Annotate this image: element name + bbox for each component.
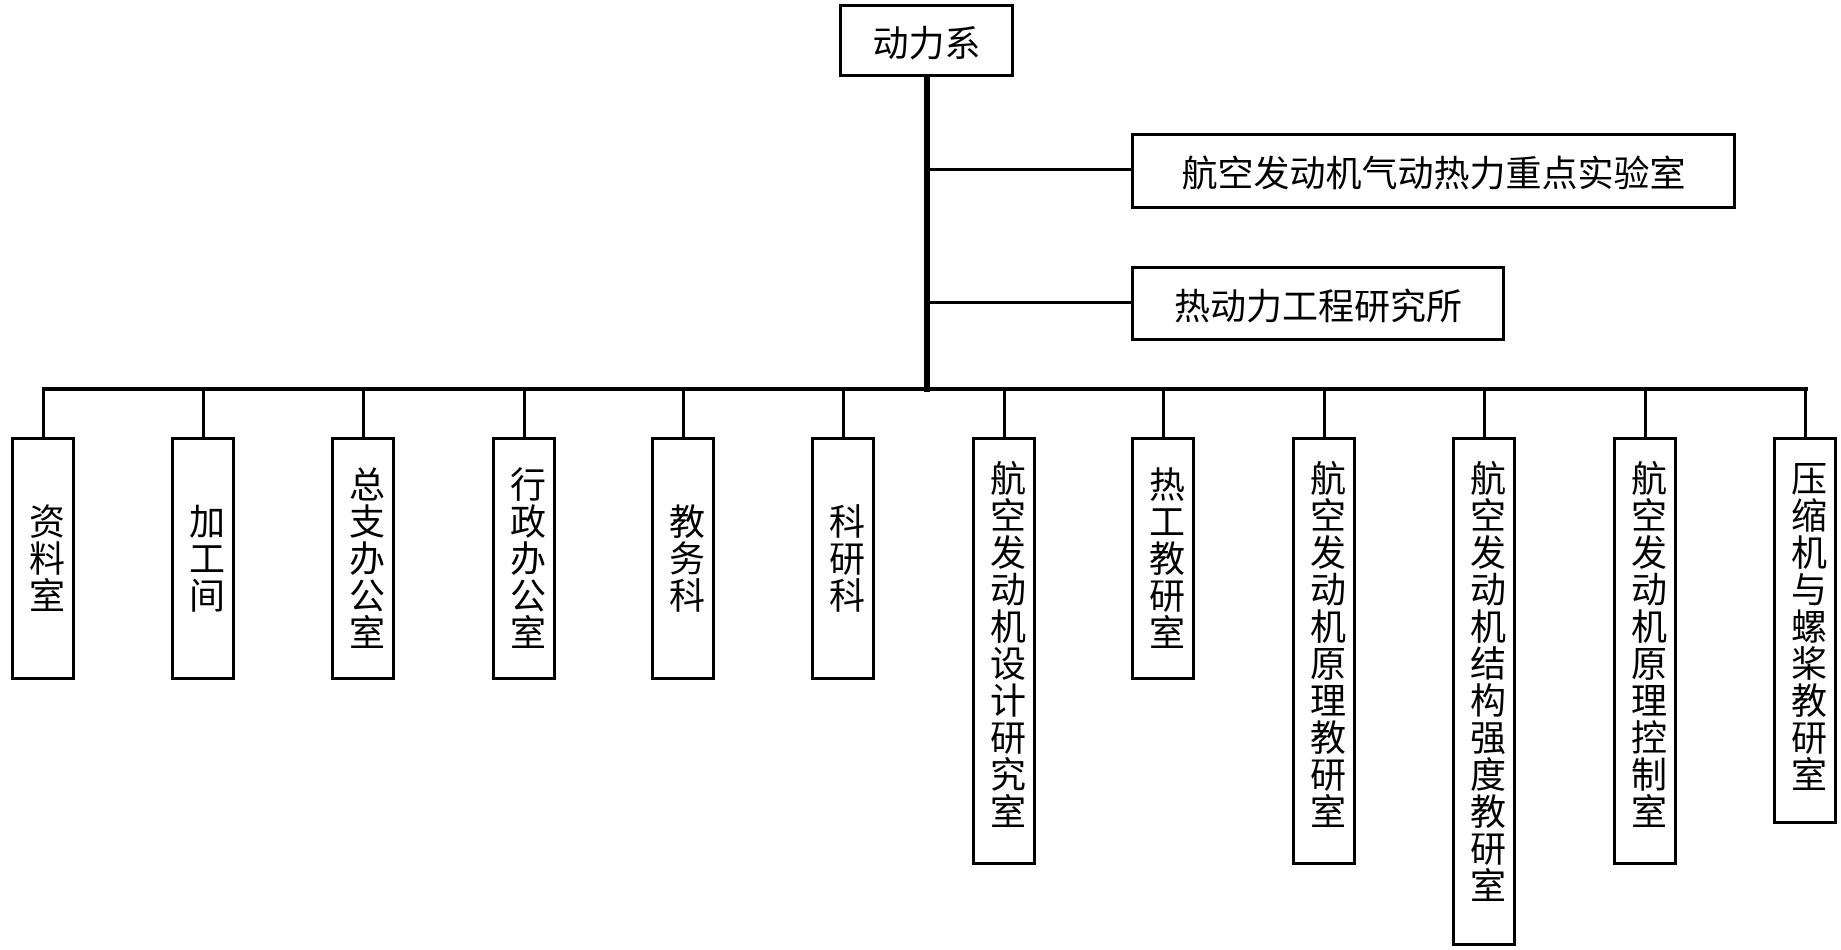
department-label: 热工教研室 [1143,466,1184,651]
department-connector [522,389,526,437]
department-connector [41,389,45,437]
department-connector [201,389,205,437]
trunk-line [924,76,930,392]
department-node: 科研科 [811,437,875,680]
department-connector [841,389,845,437]
department-connector [361,389,365,437]
connector-side-unit-1 [927,168,1132,171]
root-node: 动力系 [839,4,1014,77]
department-connector [1322,389,1326,437]
side-unit-node: 航空发动机气动热力重点实验室 [1131,133,1736,209]
department-label: 科研科 [823,503,864,614]
department-bus-line [42,387,1808,391]
department-label: 航空发动机原理教研室 [1304,460,1345,830]
department-node: 总支办公室 [331,437,395,680]
department-node: 热工教研室 [1131,437,1195,680]
department-node: 航空发动机设计研究室 [972,437,1036,865]
side-unit-node: 热动力工程研究所 [1131,266,1505,341]
department-node: 航空发动机结构强度教研室 [1452,437,1516,946]
department-node: 航空发动机原理教研室 [1292,437,1356,865]
root-label: 动力系 [872,23,981,65]
department-label: 加工间 [183,503,224,614]
department-connector [1643,389,1647,437]
department-connector [1002,389,1006,437]
department-label: 教务科 [663,503,704,614]
department-node: 教务科 [651,437,715,680]
department-label: 航空发动机原理控制室 [1625,460,1666,830]
connector-side-unit-2 [927,301,1132,304]
department-connector [1161,389,1165,437]
department-label: 航空发动机结构强度教研室 [1464,460,1505,904]
department-node: 行政办公室 [492,437,556,680]
side-unit-label: 航空发动机气动热力重点实验室 [1181,154,1686,195]
department-node: 加工间 [171,437,235,680]
department-label: 航空发动机设计研究室 [984,460,1025,830]
department-connector [1482,389,1486,437]
department-node: 航空发动机原理控制室 [1613,437,1677,865]
department-label: 总支办公室 [343,466,384,651]
department-node: 压缩机与螺桨教研室 [1773,437,1837,824]
department-connector [1803,389,1807,437]
department-node: 资料室 [11,437,75,680]
department-label: 行政办公室 [504,466,545,651]
department-label: 资料室 [23,503,64,614]
department-label: 压缩机与螺桨教研室 [1785,460,1826,793]
department-connector [681,389,685,437]
side-unit-label: 热动力工程研究所 [1173,286,1462,328]
